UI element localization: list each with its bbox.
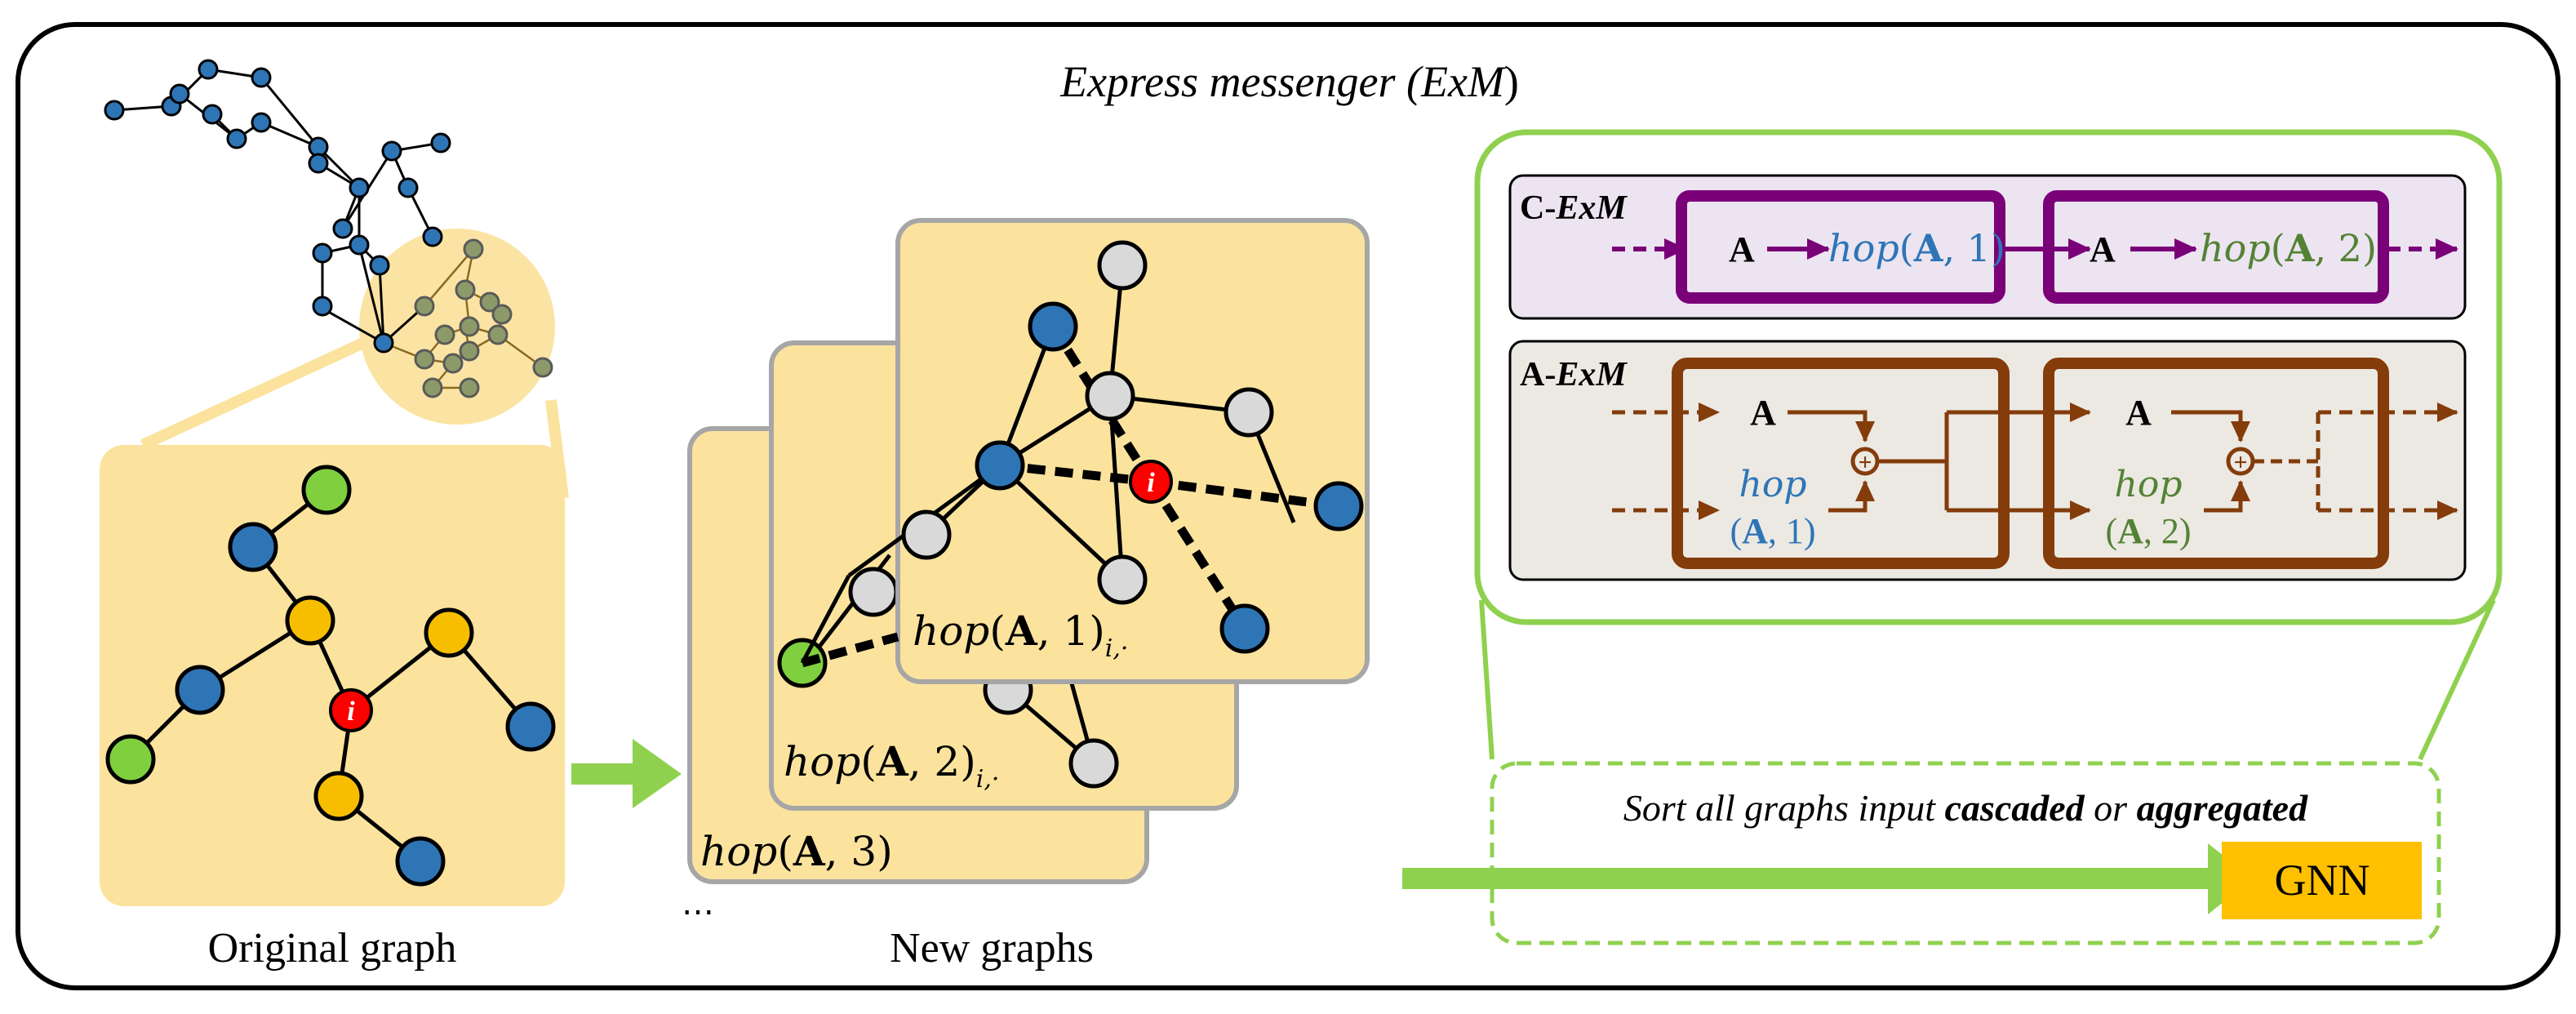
node — [301, 465, 352, 515]
gnn-block — [2222, 842, 2422, 919]
node — [313, 771, 364, 821]
cexm-block2-a: A — [2090, 229, 2116, 269]
sort-caption: Sort all graphs input cascaded or aggreg… — [1623, 787, 2308, 829]
target-node-i — [329, 688, 373, 732]
node — [105, 734, 156, 785]
aexm-plus-1: + — [1858, 449, 1872, 476]
aexm-block2-a: A — [2125, 393, 2152, 433]
hop1-label: hop(A, 1)i,· — [913, 607, 1128, 663]
aexm-box — [1508, 340, 2467, 581]
new-graphs-label: New graphs — [890, 925, 1094, 972]
gnn-label: GNN — [2275, 856, 2370, 905]
aexm-plus-2: + — [2233, 449, 2247, 476]
aexm-block1-hop: hop — [1739, 464, 1807, 505]
zoom-line-left — [140, 337, 366, 451]
node — [175, 665, 225, 715]
node — [424, 607, 474, 658]
cexm-block2-hop: hop(A, 2) — [2200, 226, 2377, 270]
target-node-i-hop — [1129, 460, 1173, 504]
node — [505, 701, 556, 752]
aexm-flow — [1612, 358, 2458, 569]
cexm-box — [1508, 174, 2467, 320]
node — [395, 836, 446, 887]
callout-line-left — [1479, 599, 1495, 760]
original-graph-label: Original graph — [208, 925, 457, 972]
sort-box — [1490, 761, 2441, 945]
aexm-block1-hop-args: (A, 1) — [1730, 511, 1815, 551]
target-node-label: i — [347, 696, 355, 727]
mini-graph — [104, 59, 555, 425]
node — [228, 522, 278, 572]
aexm-label: A-ExM — [1520, 356, 1628, 394]
page-title: Express messenger (ExM) — [1059, 57, 1519, 106]
cexm-block1-hop: hop(A, 1) — [1828, 226, 2005, 270]
callout-line-right — [2418, 598, 2496, 761]
hop1-graph: i — [800, 240, 1364, 668]
cexm-label: C-ExM — [1520, 189, 1628, 227]
original-graph-panel — [100, 445, 565, 906]
hop2-label: hop(A, 2)i,· — [784, 737, 999, 794]
zoom-highlight — [359, 229, 555, 425]
aexm-block1-a: A — [1750, 393, 1776, 433]
target-node-hop-label: i — [1147, 468, 1155, 498]
node — [285, 595, 335, 646]
cexm-block1-a: A — [1729, 229, 1755, 269]
aexm-block2-hop-args: (A, 2) — [2105, 511, 2191, 551]
ellipsis: ⋯ — [682, 893, 714, 930]
original-graph: i — [105, 465, 556, 887]
arrow-to-new-graphs — [571, 739, 682, 808]
cexm-flow — [1612, 190, 2458, 304]
aexm-block2-hop: hop — [2115, 464, 2183, 505]
hop3-label: hop(A, 3) — [700, 827, 893, 875]
